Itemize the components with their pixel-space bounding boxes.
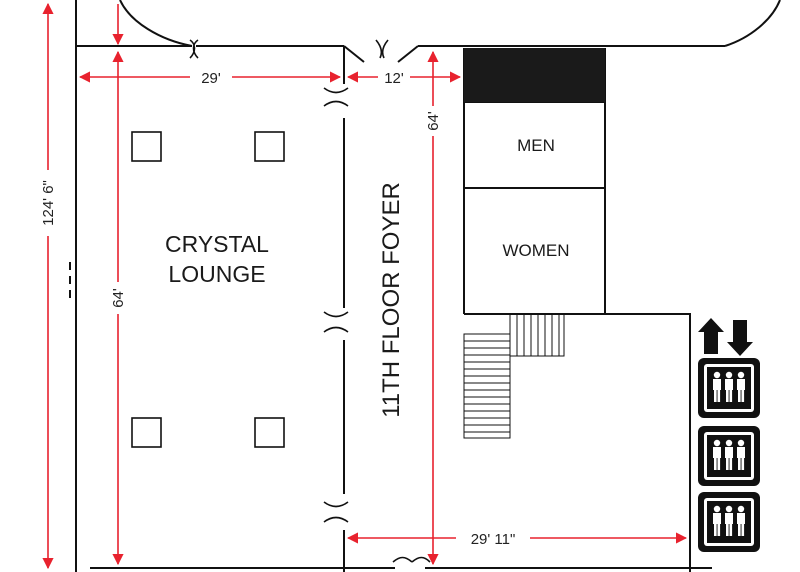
door-foyer-top: [375, 39, 389, 59]
dim-label-foyer-width: 12': [384, 70, 404, 87]
dim-label-lower-width: 29' 11": [471, 531, 516, 548]
columns: [131, 131, 285, 448]
dim-label-bg: [456, 529, 530, 547]
elevator-icon: [698, 492, 760, 552]
stair-flight-upper: [509, 313, 565, 357]
foyer-top-right-corner: [397, 45, 419, 63]
foyer-top-left-corner: [343, 45, 365, 63]
dim-label-bg: [39, 170, 57, 236]
column: [131, 417, 162, 448]
dim-label-bg: [424, 106, 442, 136]
upper-room-arc-right: [724, 0, 781, 47]
door-bottom: [392, 556, 431, 563]
room-label-foyer: 11TH FLOOR FOYER: [378, 182, 405, 418]
restroom-service-block: [464, 48, 605, 102]
stair-treads-upper: [516, 314, 560, 356]
door-lounge-2: [323, 311, 349, 333]
dim-label-lounge-height: 64': [110, 288, 127, 308]
column: [254, 417, 285, 448]
room-label-crystal-lounge-line1: CRYSTAL: [165, 231, 269, 257]
room-label-men: MEN: [517, 136, 555, 155]
stairs: [463, 313, 565, 439]
room-label-crystal-lounge-line2: LOUNGE: [168, 261, 265, 287]
column: [131, 131, 162, 162]
elevator-icon: [698, 426, 760, 486]
door-lounge-3: [323, 501, 349, 523]
room-label-women: WOMEN: [502, 241, 569, 260]
dim-label-lounge-width: 29': [201, 70, 221, 87]
stair-flight-lower: [463, 333, 511, 439]
dim-label-bg: [190, 68, 232, 86]
stair-treads-lower: [464, 340, 510, 433]
doors: [189, 39, 431, 563]
upper-room-wall: [75, 0, 192, 47]
dim-label-bg: [109, 282, 127, 314]
elevator-icon: [698, 358, 760, 418]
upper-room-arc-left: [119, 0, 193, 47]
dim-label-bg: [378, 68, 410, 86]
dim-label-overall-height: 124' 6": [40, 180, 57, 226]
up-down-arrows-icon: [698, 318, 753, 356]
door-upper-room: [189, 39, 199, 59]
door-lounge-1: [323, 87, 349, 107]
dim-label-foyer-height: 64': [425, 111, 442, 131]
column: [254, 131, 285, 162]
